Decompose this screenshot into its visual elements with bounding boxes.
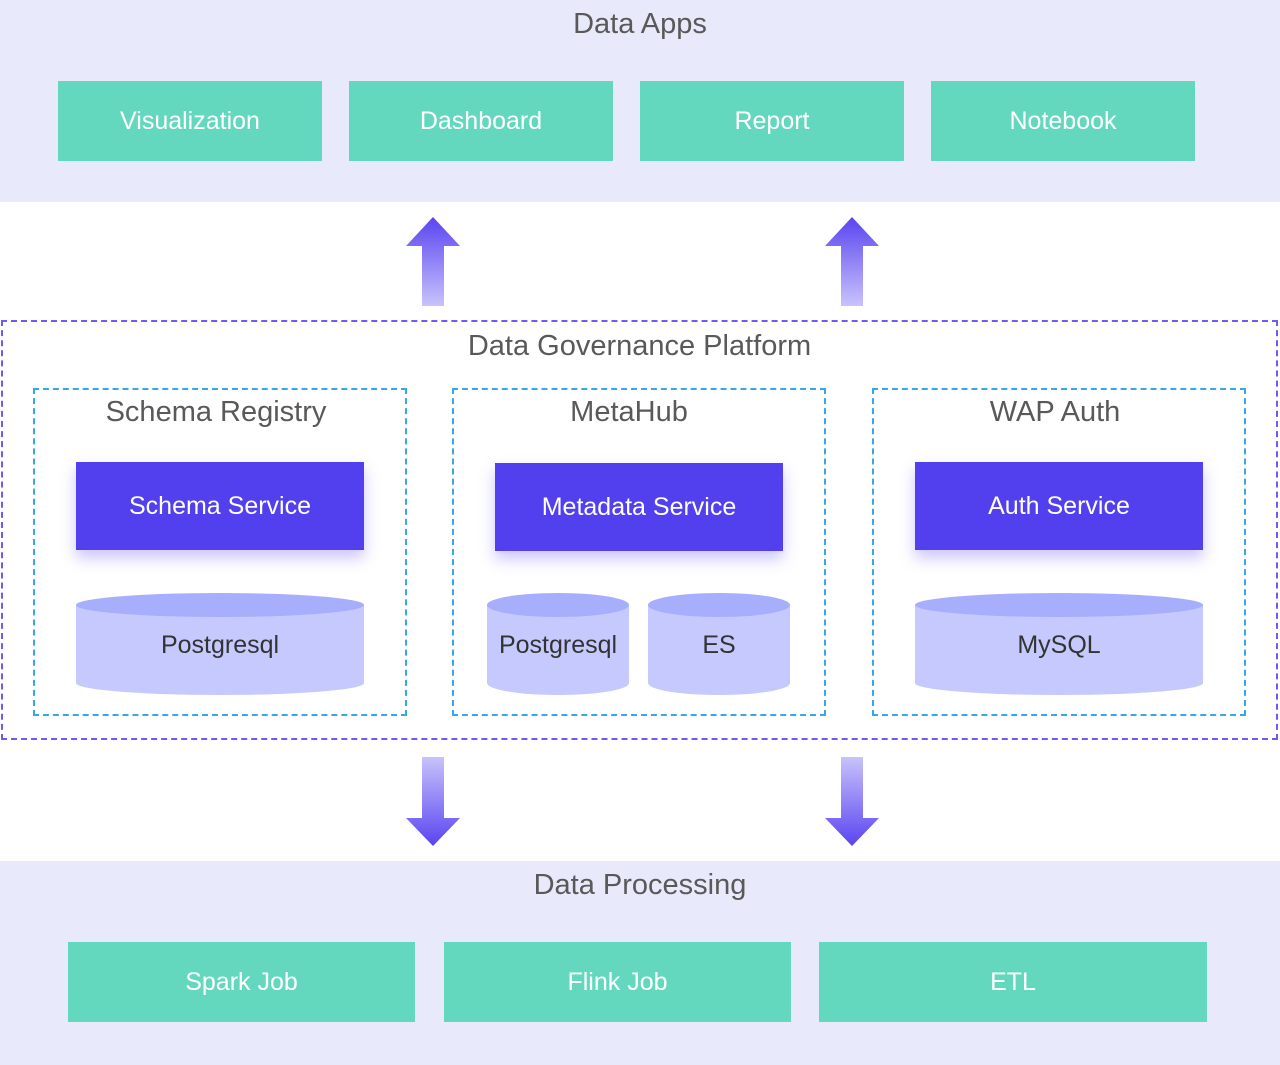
postgresql-label: Postgresql (160, 631, 280, 659)
spark-job-box: Spark Job (68, 942, 415, 1022)
report-box: Report (640, 81, 904, 161)
wap-auth-title: WAP Auth (989, 396, 1121, 428)
data-apps-title: Data Apps (573, 8, 707, 40)
metahub-title: MetaHub (570, 396, 688, 428)
data-processing-title: Data Processing (533, 869, 747, 901)
postgresql-database-icon: Postgresql (487, 593, 629, 696)
governance-title: Data Governance Platform (467, 330, 812, 362)
schema-service-box: Schema Service (76, 462, 364, 550)
governance-platform: Data Governance Platform (1, 320, 1278, 740)
auth-service-box: Auth Service (915, 462, 1203, 550)
metahub-panel: MetaHub Metadata Service Postgresql ES (452, 388, 826, 716)
up-arrow-left (406, 217, 460, 306)
dashboard-box: Dashboard (349, 81, 613, 161)
down-arrow-right (825, 757, 879, 846)
schema-registry-title: Schema Registry (105, 396, 327, 428)
postgresql-label: Postgresql (498, 631, 618, 659)
flink-job-box: Flink Job (444, 942, 791, 1022)
postgresql-database-icon: Postgresql (76, 593, 364, 696)
up-arrow-right (825, 217, 879, 306)
notebook-box: Notebook (931, 81, 1195, 161)
etl-box: ETL (819, 942, 1207, 1022)
visualization-box: Visualization (58, 81, 322, 161)
down-arrow-left (406, 757, 460, 846)
data-processing-layer: Data Processing Spark Job Flink Job ETL (0, 861, 1280, 1065)
mysql-database-icon: MySQL (915, 593, 1203, 696)
es-database-icon: ES (648, 593, 790, 696)
mysql-label: MySQL (1017, 631, 1101, 659)
data-apps-layer: Data Apps Visualization Dashboard Report… (0, 0, 1280, 202)
schema-registry-panel: Schema Registry Schema Service Postgresq… (33, 388, 407, 716)
wap-auth-panel: WAP Auth Auth Service MySQL (872, 388, 1246, 716)
es-label: ES (702, 631, 736, 659)
metadata-service-box: Metadata Service (495, 463, 783, 551)
